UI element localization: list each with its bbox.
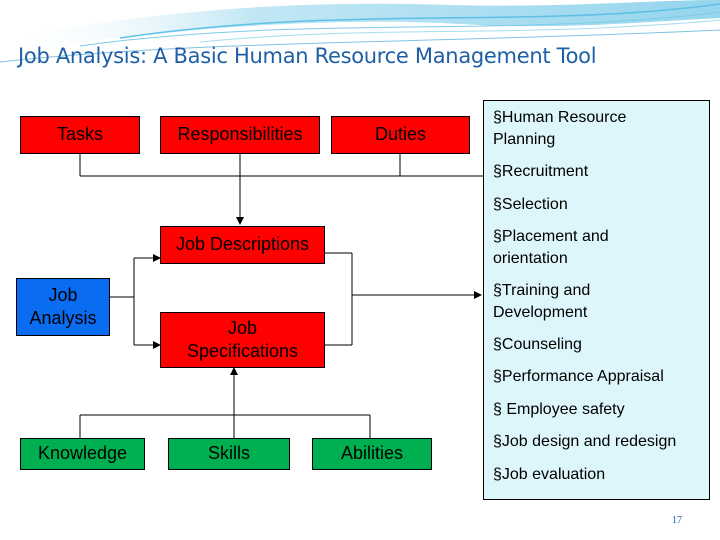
abilities-box: Abilities bbox=[312, 438, 432, 470]
duties-box: Duties bbox=[331, 116, 470, 154]
responsibilities-box: Responsibilities bbox=[160, 116, 320, 154]
tasks-box: Tasks bbox=[20, 116, 140, 154]
job-descriptions-box: Job Descriptions bbox=[160, 226, 325, 264]
hr-functions-panel bbox=[483, 100, 710, 500]
hr-function-item: §Training and Development bbox=[493, 282, 591, 321]
hr-function-item: § Employee safety bbox=[493, 401, 625, 418]
hr-function-item: §Recruitment bbox=[493, 163, 589, 180]
hr-function-item: §Counseling bbox=[493, 336, 582, 353]
hr-function-item: §Placement and orientation bbox=[493, 228, 609, 267]
hr-function-item: §Job design and redesign bbox=[493, 433, 677, 450]
skills-box: Skills bbox=[168, 438, 290, 470]
hr-function-item: §Job evaluation bbox=[493, 466, 606, 483]
job-analysis-box: Job Analysis bbox=[16, 278, 110, 336]
knowledge-box: Knowledge bbox=[20, 438, 145, 470]
job-specifications-box: Job Specifications bbox=[160, 312, 325, 368]
page-number: 17 bbox=[672, 515, 682, 526]
hr-function-item: §Performance Appraisal bbox=[493, 368, 664, 385]
page-title: Job Analysis: A Basic Human Resource Man… bbox=[18, 44, 597, 68]
hr-function-item: §Selection bbox=[493, 196, 568, 213]
hr-function-item: §Human Resource Planning bbox=[493, 109, 627, 148]
header-wave-banner bbox=[0, 0, 720, 63]
